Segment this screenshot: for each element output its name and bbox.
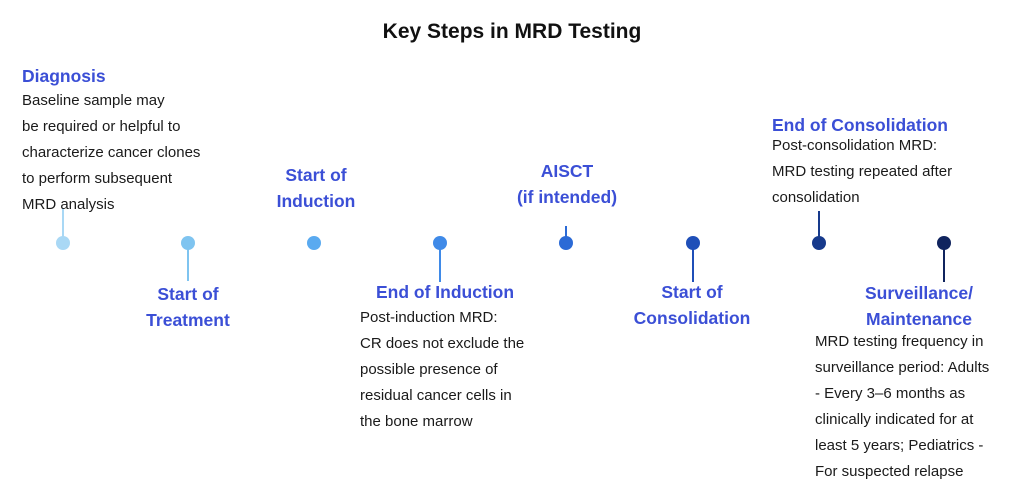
step-start-of-consolidation-title: Start of Consolidation <box>633 282 751 328</box>
step-end-of-induction-title: End of Induction <box>375 282 515 302</box>
step-end-of-consolidation-title: End of Consolidation <box>772 115 948 135</box>
step-aisct-title: AISCT (if intended) <box>516 161 618 207</box>
timeline-node-surveillance <box>937 236 951 250</box>
step-start-of-induction-title: Start of Induction <box>276 165 356 211</box>
step-start-of-treatment-title: Start of Treatment <box>146 284 230 330</box>
timeline-node-start-of-consolidation <box>686 236 700 250</box>
diagram-title: Key Steps in MRD Testing <box>382 20 642 43</box>
timeline-node-diagnosis <box>56 236 70 250</box>
step-diagnosis-description: Baseline sample may be required or helpf… <box>22 92 201 213</box>
timeline-node-start-of-treatment <box>181 236 195 250</box>
timeline-node-end-of-consolidation <box>812 236 826 250</box>
step-end-of-induction-description: Post-induction MRD: CR does not exclude … <box>360 309 525 430</box>
step-surveillance-title: Surveillance/ Maintenance <box>865 283 973 329</box>
timeline-node-end-of-induction <box>433 236 447 250</box>
step-surveillance-description: MRD testing frequency in surveillance pe… <box>815 333 990 480</box>
timeline-node-start-of-induction <box>307 236 321 250</box>
step-diagnosis-title: Diagnosis <box>22 66 106 86</box>
timeline-node-aisct <box>559 236 573 250</box>
step-end-of-consolidation-description: Post-consolidation MRD: MRD testing repe… <box>772 137 953 206</box>
